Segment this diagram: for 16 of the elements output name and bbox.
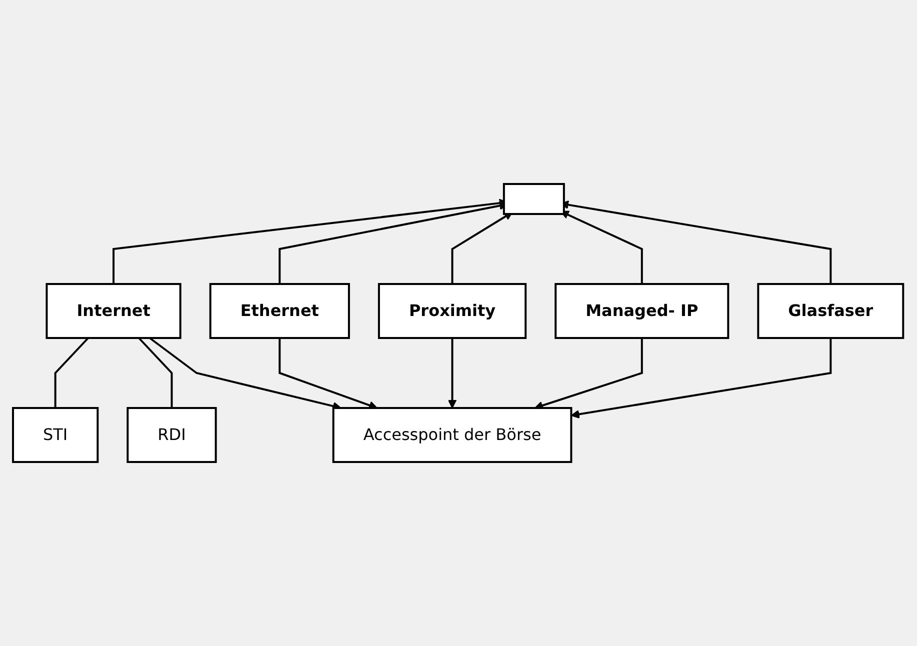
connector — [54, 337, 90, 408]
arrow — [534, 338, 644, 410]
node-box: Internet — [46, 283, 182, 339]
node-box: STI — [12, 407, 100, 463]
arrow — [571, 338, 832, 419]
node-box: Managed- IP — [555, 283, 730, 339]
arrow — [279, 338, 378, 410]
node-box: Proximity — [378, 283, 528, 339]
node-box: Accesspoint der Börse — [332, 407, 573, 463]
node-box: RDI — [127, 407, 218, 463]
arrow — [448, 338, 458, 408]
connector — [138, 337, 174, 408]
node-box: Glasfaser — [758, 283, 905, 339]
node-box — [503, 183, 566, 215]
node-box: Ethernet — [210, 283, 350, 339]
arrow — [560, 210, 644, 284]
